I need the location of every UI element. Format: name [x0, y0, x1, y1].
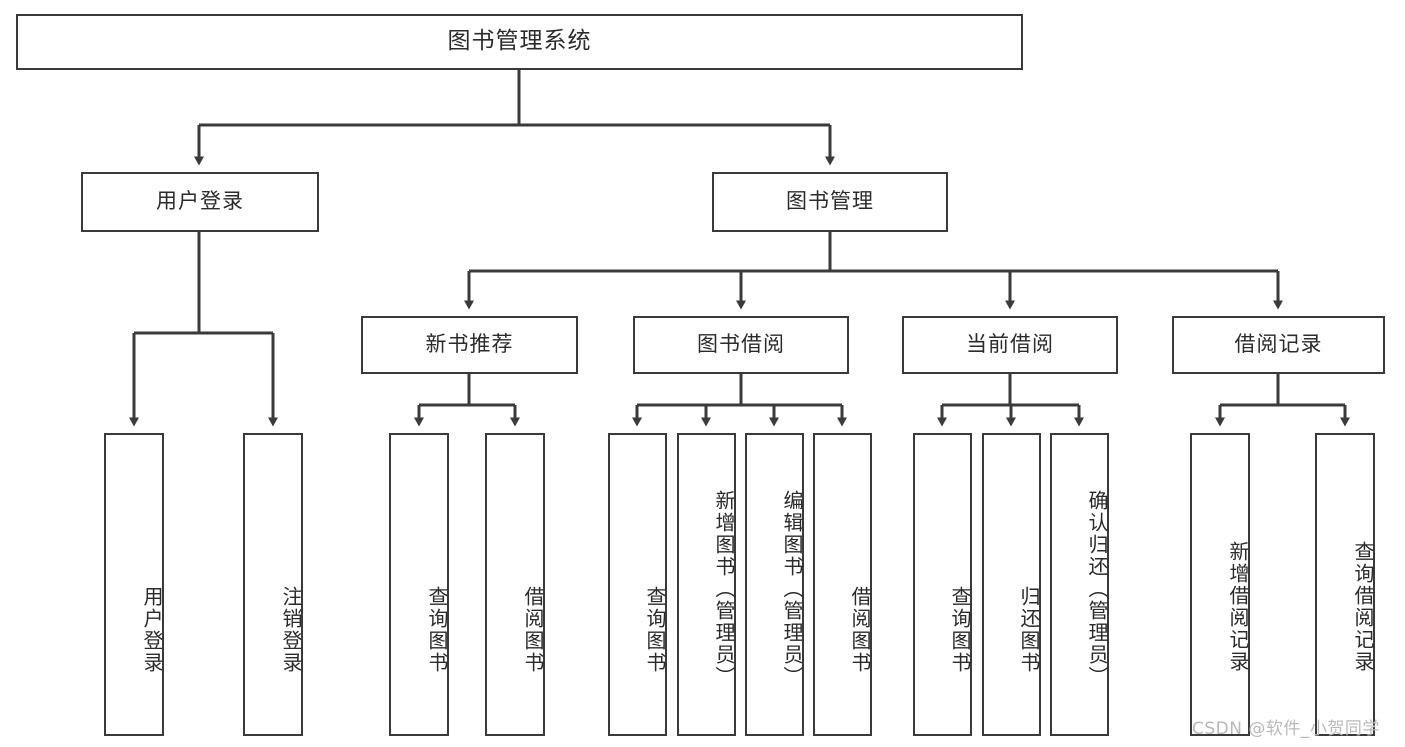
- leaf-query-book-borrow[interactable]: 查询图书: [608, 433, 667, 736]
- leaf-add-book-admin[interactable]: 新增图书（管理员）: [677, 433, 736, 736]
- leaf-borrow-book-recommend[interactable]: 借阅图书: [485, 433, 545, 736]
- leaf-query-borrow-record[interactable]: 查询借阅记录: [1315, 433, 1375, 736]
- leaf-add-borrow-record[interactable]: 新增借阅记录: [1190, 433, 1250, 736]
- leaf-confirm-return-admin[interactable]: 确认归还（管理员）: [1050, 433, 1109, 736]
- leaf-query-book-current[interactable]: 查询图书: [913, 433, 972, 736]
- leaf-borrow-book[interactable]: 借阅图书: [813, 433, 872, 736]
- node-book-management[interactable]: 图书管理: [712, 172, 948, 232]
- node-user-login[interactable]: 用户登录: [81, 172, 319, 232]
- node-system-title[interactable]: 图书管理系统: [16, 14, 1023, 70]
- leaf-logout-login[interactable]: 注销登录: [243, 433, 303, 736]
- node-borrow-record[interactable]: 借阅记录: [1172, 316, 1385, 374]
- leaf-return-book[interactable]: 归还图书: [982, 433, 1041, 736]
- leaf-query-book-recommend[interactable]: 查询图书: [389, 433, 449, 736]
- csdn-watermark: CSDN @软件_小贺同学: [1192, 719, 1380, 739]
- node-new-book-recommend[interactable]: 新书推荐: [361, 316, 578, 374]
- node-current-borrow[interactable]: 当前借阅: [902, 316, 1118, 374]
- leaf-user-login[interactable]: 用户登录: [104, 433, 164, 736]
- node-book-borrow[interactable]: 图书借阅: [633, 316, 849, 374]
- leaf-edit-book-admin[interactable]: 编辑图书（管理员）: [745, 433, 804, 736]
